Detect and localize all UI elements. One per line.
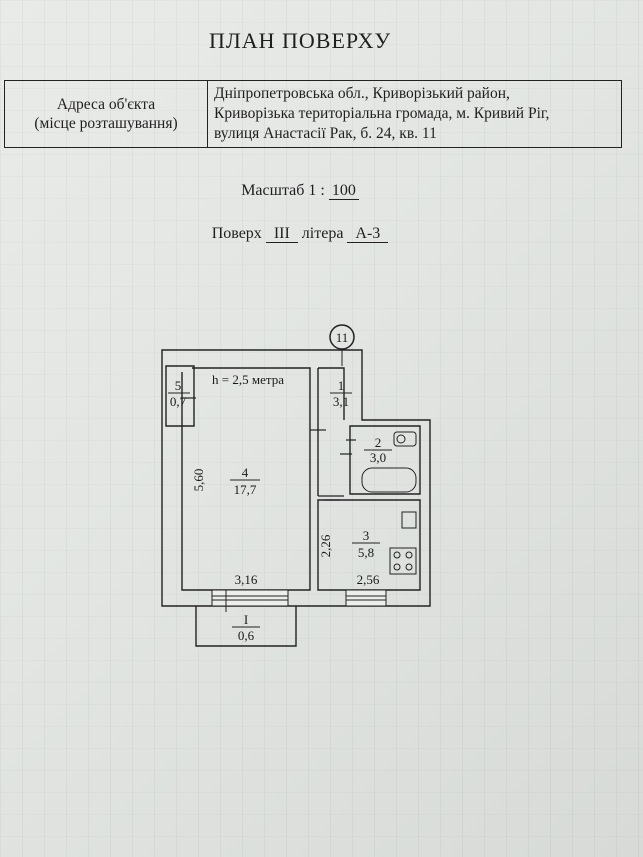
address-value-line2: Криворізька територіальна громада, м. Кр… xyxy=(214,105,550,122)
litera-label: літера xyxy=(301,225,344,242)
room4-inner-wall xyxy=(181,367,311,591)
address-label-line2: (місце розташування) xyxy=(34,115,178,132)
balcony-outline xyxy=(195,606,297,647)
sink-icon xyxy=(401,511,417,529)
balcony-number: I xyxy=(244,612,248,627)
window-room3 xyxy=(345,589,387,607)
window-room4 xyxy=(211,589,289,607)
scale-line: Масштаб 1 : 100 xyxy=(200,182,400,200)
address-label-line1: Адреса об'єкта xyxy=(56,96,156,113)
room4-number: 4 xyxy=(242,465,249,480)
room3-number: 3 xyxy=(363,528,370,543)
height-note: h = 2,5 метра xyxy=(212,372,284,387)
page-title: ПЛАН ПОВЕРХУ xyxy=(208,28,392,53)
address-label-cell: Адреса об'єкта (місце розташування) xyxy=(4,80,208,148)
stove-icon xyxy=(389,547,417,575)
address-value-line3: вулиця Анастасії Рак, б. 24, кв. 11 xyxy=(214,125,437,142)
dim-room4-width: 3,16 xyxy=(235,572,258,587)
address-value-cell: Дніпропетровська обл., Криворізький райо… xyxy=(207,80,622,148)
room5-area: 0,7 xyxy=(170,394,187,409)
balcony-area: 0,6 xyxy=(238,628,255,643)
address-table: Адреса об'єкта (місце розташування) Дніп… xyxy=(4,80,622,148)
toilet-icon xyxy=(393,431,417,447)
outer-wall-outline xyxy=(161,349,431,607)
bathtub-icon xyxy=(361,467,417,493)
room5-number: 5 xyxy=(175,378,182,393)
address-value-line1: Дніпропетровська обл., Криворізький райо… xyxy=(214,85,510,102)
room1-area: 3,1 xyxy=(333,394,349,409)
dim-room3-height: 2,26 xyxy=(318,534,333,557)
floor-value: III xyxy=(265,225,298,243)
room2-outline xyxy=(349,425,421,495)
room2-number: 2 xyxy=(375,435,382,450)
room5-outline xyxy=(165,365,195,427)
litera-value: А-3 xyxy=(347,225,389,243)
room1-wall xyxy=(318,367,345,420)
room3-outline xyxy=(317,499,421,591)
dim-room4-height: 5,60 xyxy=(191,469,206,492)
floor-line: Поверх III літера А-3 xyxy=(150,225,450,243)
room1-number: 1 xyxy=(338,378,345,393)
apartment-number: 11 xyxy=(336,330,349,345)
dim-room3-width: 2,56 xyxy=(357,572,380,587)
apartment-marker-circle xyxy=(329,324,355,350)
room4-area: 17,7 xyxy=(234,482,257,497)
scale-label: Масштаб 1 : xyxy=(241,182,325,199)
room2-area: 3,0 xyxy=(370,450,386,465)
floor-label: Поверх xyxy=(211,225,262,242)
room3-area: 5,8 xyxy=(358,545,374,560)
scale-value: 100 xyxy=(328,182,359,200)
